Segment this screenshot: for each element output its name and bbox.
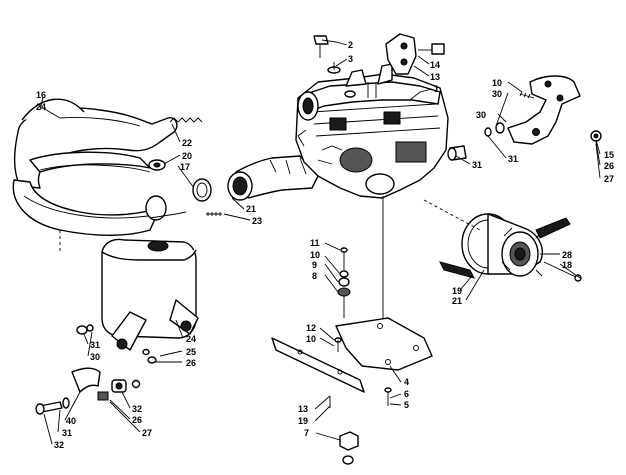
manifold-stud <box>206 212 222 216</box>
callout-25: 21 <box>246 204 256 214</box>
callout-16: 13 <box>430 72 440 82</box>
callout-28: 24 <box>186 334 196 344</box>
callout-32-lower: 32 <box>54 440 64 450</box>
exhaust-pipe <box>12 107 178 236</box>
muffler-washer-nut <box>76 324 157 389</box>
mount-stud <box>519 91 535 99</box>
callout-29-lower: 26 <box>132 415 142 425</box>
callout-15: 15 <box>604 150 614 160</box>
callout-31-upper: 30 <box>90 352 100 362</box>
callout-23: 20 <box>182 151 192 161</box>
callout-10-upper: 10 <box>310 250 320 260</box>
bracket-bolt <box>418 43 445 55</box>
callout-40: 40 <box>66 416 76 426</box>
spark-plug <box>327 62 341 74</box>
callout-32-upper: 31 <box>90 340 100 350</box>
callout-labels: 2 3 14 13 1 10 30 30 31 31 15 26 27 28 1… <box>36 40 614 450</box>
callout-18: 17 <box>180 162 190 172</box>
callout-10-lower: 10 <box>306 334 316 344</box>
callout-12: 10 <box>492 78 502 88</box>
muffler-mount-bracket <box>71 367 101 393</box>
callout-30-upper: 26 <box>186 358 196 368</box>
callout-4: 4 <box>404 377 409 387</box>
callout-6: 6 <box>404 389 409 399</box>
callout-2: 2 <box>348 40 353 50</box>
muffler-canister <box>101 238 199 351</box>
callout-27: 24 <box>36 102 46 112</box>
callout-24: 21 <box>452 296 462 306</box>
exhaust-manifold <box>227 155 319 201</box>
callout-8: 8 <box>312 271 317 281</box>
exhaust-seal-ring <box>192 178 212 202</box>
callout-33: 32 <box>132 404 142 414</box>
clutch-bolt <box>543 261 582 282</box>
callout-38-lower: 31 <box>508 154 518 164</box>
callout-26-lower: 23 <box>252 216 262 226</box>
exhaust-grommet <box>148 159 166 171</box>
callout-13: 12 <box>306 323 316 333</box>
callout-9: 9 <box>312 260 317 270</box>
callout-29-upper: 25 <box>186 347 196 357</box>
callout-39: 31 <box>472 160 482 170</box>
exhaust-spring <box>169 117 203 123</box>
callout-36: 28 <box>562 250 572 260</box>
callout-21: 18 <box>562 260 572 270</box>
spark-plug-cap <box>313 35 329 58</box>
callout-5: 5 <box>404 400 409 410</box>
callout-26-upper: 22 <box>182 138 192 148</box>
callout-38-upper: 30 <box>492 89 502 99</box>
muffler-mount-bolt <box>35 397 70 415</box>
callout-17: 14 <box>430 60 440 70</box>
exhaust-spring-retainer <box>21 98 85 121</box>
callout-22: 19 <box>452 286 462 296</box>
callout-20: 19 <box>298 416 308 426</box>
engine-mount-plate <box>335 317 433 371</box>
mount-bolt-stack <box>334 247 351 352</box>
callout-14: 13 <box>298 404 308 414</box>
callout-30-lower: 27 <box>142 428 152 438</box>
leader-lines <box>39 39 601 445</box>
skid-plate-angle <box>271 337 365 393</box>
drive-clutch <box>461 213 543 277</box>
callout-34: 26 <box>604 161 614 171</box>
mount-spacer <box>447 145 467 161</box>
plate-screws <box>329 387 392 408</box>
hex-nut <box>339 431 359 465</box>
callout-3: 3 <box>348 54 353 64</box>
callout-11: 11 <box>310 238 320 248</box>
callout-35: 27 <box>604 174 614 184</box>
muffler-bushing <box>97 379 127 401</box>
callout-1: 1 <box>434 84 439 94</box>
callout-19: 16 <box>36 90 46 100</box>
engine-mount-bracket <box>507 75 581 145</box>
engine-block <box>295 63 449 199</box>
callout-37: 30 <box>476 110 486 120</box>
clutch-drive-belt <box>439 217 571 279</box>
callout-31-lower: 31 <box>62 428 72 438</box>
callout-7: 7 <box>304 428 309 438</box>
engine-lift-bracket <box>385 33 417 75</box>
